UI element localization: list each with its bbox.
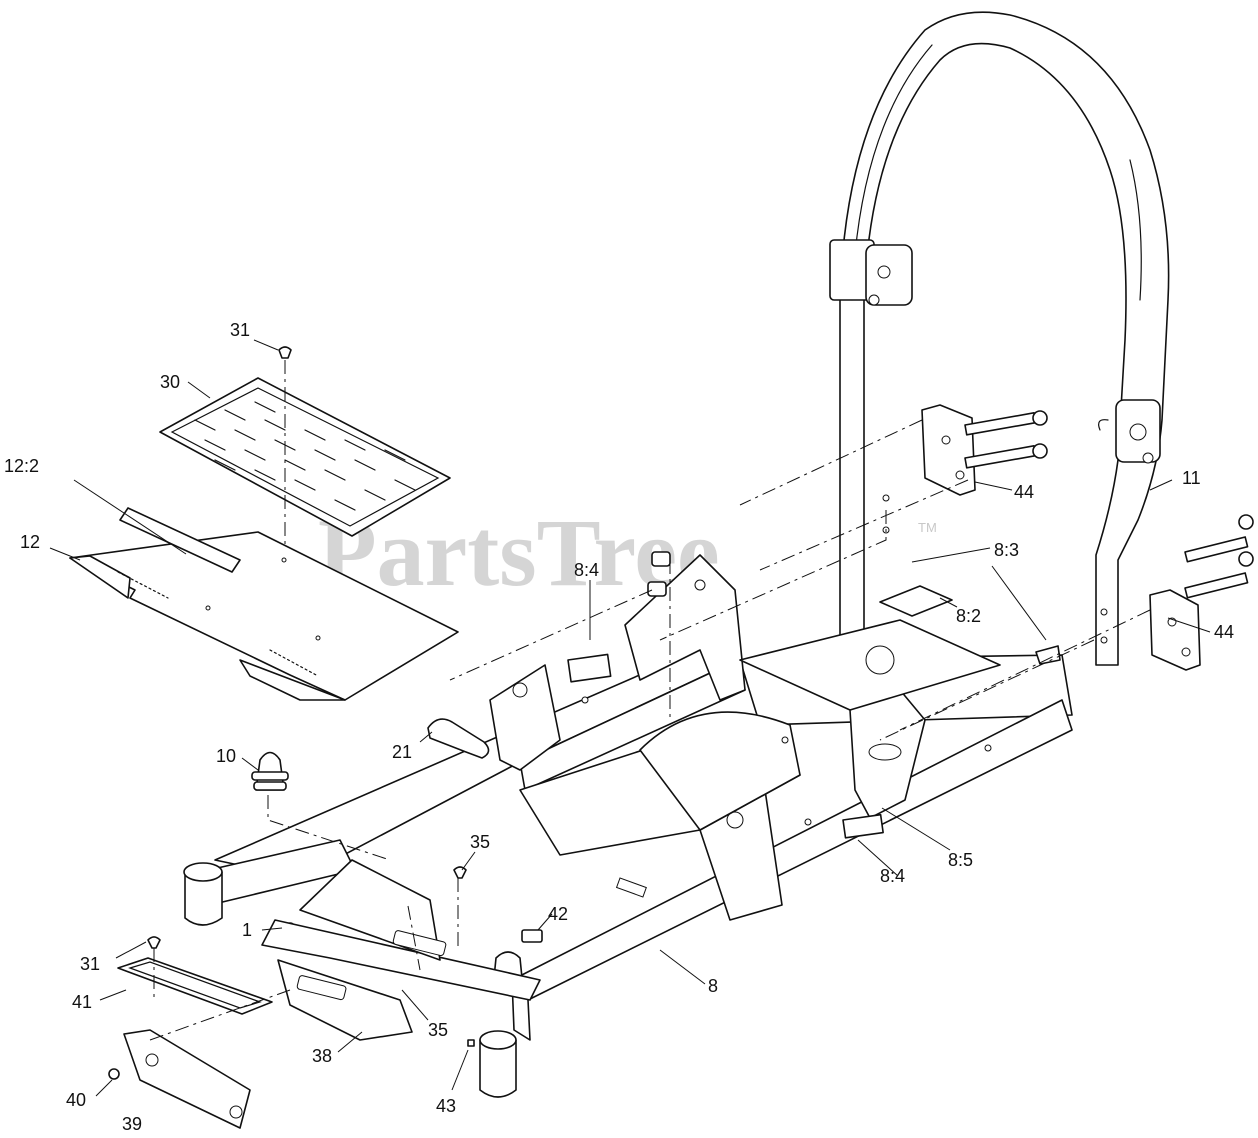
decals-frame[interactable] [567, 585, 1061, 839]
callout-38[interactable]: 38 [312, 1046, 332, 1066]
watermark-trademark: TM [918, 520, 937, 535]
callout-44-top[interactable]: 44 [1014, 482, 1034, 502]
callout-30[interactable]: 30 [160, 372, 180, 392]
hitch-plate-39[interactable] [123, 1029, 251, 1129]
leader-lines [49, 339, 1211, 1097]
callout-10[interactable]: 10 [216, 746, 236, 766]
callout-31-top[interactable]: 31 [230, 320, 250, 340]
callout-39[interactable]: 39 [122, 1114, 142, 1134]
fasteners[interactable] [108, 346, 671, 1080]
callout-8-5[interactable]: 8:5 [948, 850, 973, 870]
bumper-10[interactable] [251, 751, 289, 791]
foot-plate[interactable] [69, 531, 459, 701]
callout-8-2[interactable]: 8:2 [956, 606, 981, 626]
callout-35-bottom[interactable]: 35 [428, 1020, 448, 1040]
callout-8-4-left[interactable]: 8:4 [574, 560, 599, 580]
main-frame[interactable] [183, 554, 1073, 1098]
mount-plate-upper[interactable] [921, 404, 1048, 496]
callout-labels: 31 30 12:2 12 10 21 8:4 8:3 8:2 44 11 44… [4, 320, 1234, 1134]
callout-8-3[interactable]: 8:3 [994, 540, 1019, 560]
callout-1[interactable]: 1 [242, 920, 252, 940]
assembly-lines [149, 360, 1151, 1041]
callout-8-4-right[interactable]: 8:4 [880, 866, 905, 886]
callout-31-bottom[interactable]: 31 [80, 954, 100, 974]
callout-44-bottom[interactable]: 44 [1214, 622, 1234, 642]
callout-12-2[interactable]: 12:2 [4, 456, 39, 476]
callout-11[interactable]: 11 [1182, 468, 1201, 488]
callout-43[interactable]: 43 [436, 1096, 456, 1116]
foot-mat[interactable] [159, 377, 451, 537]
callout-35-top[interactable]: 35 [470, 832, 490, 852]
callout-40[interactable]: 40 [66, 1090, 86, 1110]
step-plate-41[interactable] [117, 957, 273, 1015]
callout-41[interactable]: 41 [72, 992, 92, 1012]
callout-12[interactable]: 12 [20, 532, 40, 552]
mount-plate-lower[interactable] [1149, 514, 1254, 671]
callout-42[interactable]: 42 [548, 904, 568, 924]
roll-bar[interactable] [829, 11, 1170, 666]
grommet-21[interactable] [427, 718, 490, 759]
front-panel[interactable] [261, 859, 541, 1041]
callout-21[interactable]: 21 [392, 742, 412, 762]
callout-8[interactable]: 8 [708, 976, 718, 996]
decal-12-2[interactable] [119, 507, 241, 573]
